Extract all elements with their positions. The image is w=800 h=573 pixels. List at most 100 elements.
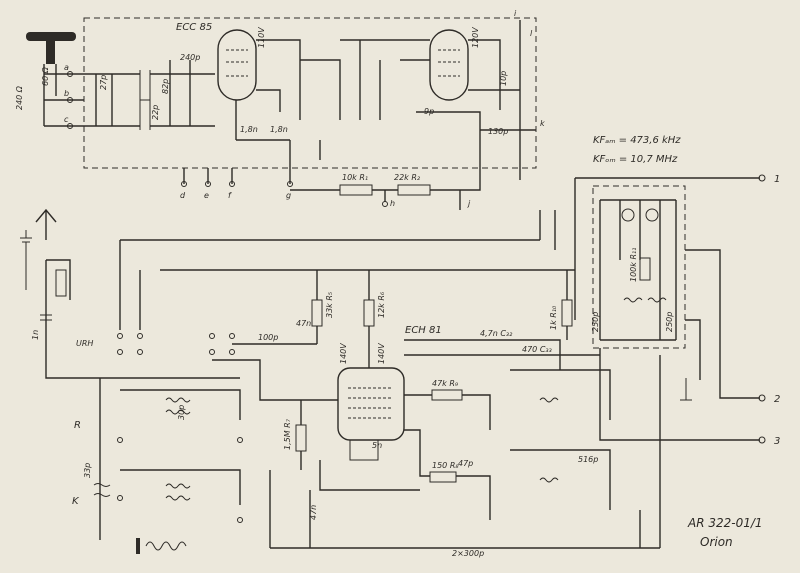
if-filter-circuit <box>599 199 677 341</box>
resistor-r7 <box>295 424 307 452</box>
v140b-label: 140V <box>377 343 386 364</box>
vhf-tuner-shield <box>83 17 537 169</box>
terminal-e <box>205 181 211 187</box>
input-coupling <box>139 70 151 130</box>
v110-label: 110V <box>257 27 266 48</box>
r-switch-label: R <box>74 420 81 431</box>
resistor-r8 <box>429 471 457 483</box>
band-switch-wiring <box>119 210 556 330</box>
c1n8a-label: 1,8n <box>240 125 258 134</box>
c1n8b-label: 1,8n <box>270 125 288 134</box>
antenna-60-label: 60 Ω <box>41 66 50 86</box>
v120-label: 120V <box>471 27 480 48</box>
ech81-anode-wiring <box>300 270 370 368</box>
c130-label: 130p <box>488 127 508 136</box>
r1-label: 10k R₁ <box>342 173 368 182</box>
r9-label: 47k R₉ <box>432 379 459 388</box>
band-switch-contacts <box>117 333 243 523</box>
port-f-label: f <box>228 191 232 200</box>
port-c-label: c <box>64 115 69 124</box>
input-circuit-wiring <box>150 60 215 127</box>
c30p-label: 30p <box>177 405 186 420</box>
k-switch-label: K <box>72 496 80 507</box>
port-l-label: l <box>530 29 533 38</box>
if-fm-label: KFₒₘ = 10,7 MHz <box>593 154 678 165</box>
terminal-c <box>67 123 73 129</box>
terminal-g <box>287 181 293 187</box>
if-filter-shield <box>592 185 686 349</box>
antenna-feed-lines <box>44 73 84 127</box>
am-input-coils <box>120 389 241 505</box>
c33p-label: 33p <box>83 463 92 478</box>
bus-wiring <box>120 168 760 320</box>
ech81-label: ECH 81 <box>405 325 442 336</box>
port-b-label: b <box>64 89 69 98</box>
oscillator-coils <box>510 369 611 510</box>
terminal-a <box>67 71 73 77</box>
c27-label: 27p <box>99 75 108 90</box>
r11-label: 100k R₁₁ <box>629 248 638 282</box>
terminal-1-label: 1 <box>774 174 780 185</box>
c22p-label: 22p <box>151 105 160 120</box>
port-a-label: a <box>64 63 69 72</box>
if-output-wiring <box>599 249 760 441</box>
rod-antenna <box>35 208 57 240</box>
c250a-label: 250p <box>591 312 600 332</box>
ech81-grid-wiring <box>212 343 338 401</box>
c47n-label: 47n <box>296 319 311 328</box>
ech81-output-wiring <box>404 339 600 520</box>
supply-divider-wiring <box>290 168 481 191</box>
port-i-label: i <box>514 9 517 18</box>
c47n2-label: 4,7n C₃₂ <box>480 329 513 338</box>
resistor-r5 <box>311 299 323 327</box>
c100p-label: 100p <box>258 333 278 342</box>
r8-label: 150 R₈ <box>432 461 459 470</box>
bottom-rail <box>269 355 661 549</box>
c516-label: 516p <box>578 455 598 464</box>
c240p-label: 240p <box>180 53 200 62</box>
port-e-label: e <box>204 191 209 200</box>
r2-label: 22k R₂ <box>394 173 421 182</box>
ecc85-tube-2 <box>429 29 469 101</box>
dipole-antenna <box>26 32 76 126</box>
antenna-impedance-label: 240 Ω <box>15 85 24 110</box>
model-code: AR 322-01/1 <box>687 516 763 530</box>
urh-label: URH <box>76 339 93 348</box>
ground-symbol <box>680 378 692 401</box>
model-brand: Orion <box>700 535 733 549</box>
capacitor-c1n <box>40 314 52 321</box>
r6-label: 12k R₆ <box>377 291 386 318</box>
c47p-label: 47p <box>458 459 473 468</box>
c1n-label: 1n <box>31 330 40 340</box>
port-k-label: k <box>540 119 545 128</box>
port-h-label: h <box>390 199 395 208</box>
input-coil-wiring <box>45 259 240 379</box>
c10p-label: 10p <box>499 71 508 86</box>
terminal-b <box>67 97 73 103</box>
terminal-2-label: 2 <box>774 394 780 405</box>
c82p-label: 82p <box>161 79 170 94</box>
r10-label: 1k R₁₀ <box>549 305 558 330</box>
resistor-r2 <box>397 184 431 196</box>
v140a-label: 140V <box>339 343 348 364</box>
c9p-label: 9p <box>424 107 434 116</box>
terminal-d <box>181 181 187 187</box>
output-terminal-3 <box>758 436 766 444</box>
ech81-tube <box>337 367 405 461</box>
terminal-f <box>229 181 235 187</box>
tuner-bias-wiring <box>235 100 536 168</box>
terminal-3-label: 3 <box>774 436 780 447</box>
rk-coil <box>93 483 111 497</box>
tuner-internal-wiring <box>256 20 521 168</box>
terminal-h <box>382 201 388 207</box>
ecc85-tube-1 <box>217 29 257 101</box>
output-terminal-1 <box>758 174 766 182</box>
c47n3-label: 47n <box>309 505 318 520</box>
port-g-label: g <box>286 191 291 200</box>
input-coil <box>55 269 67 297</box>
if-am-label: KFₐₘ = 473,6 kHz <box>593 135 681 146</box>
ferrite-rod-antenna <box>136 538 187 554</box>
c250b-label: 250p <box>665 312 674 332</box>
